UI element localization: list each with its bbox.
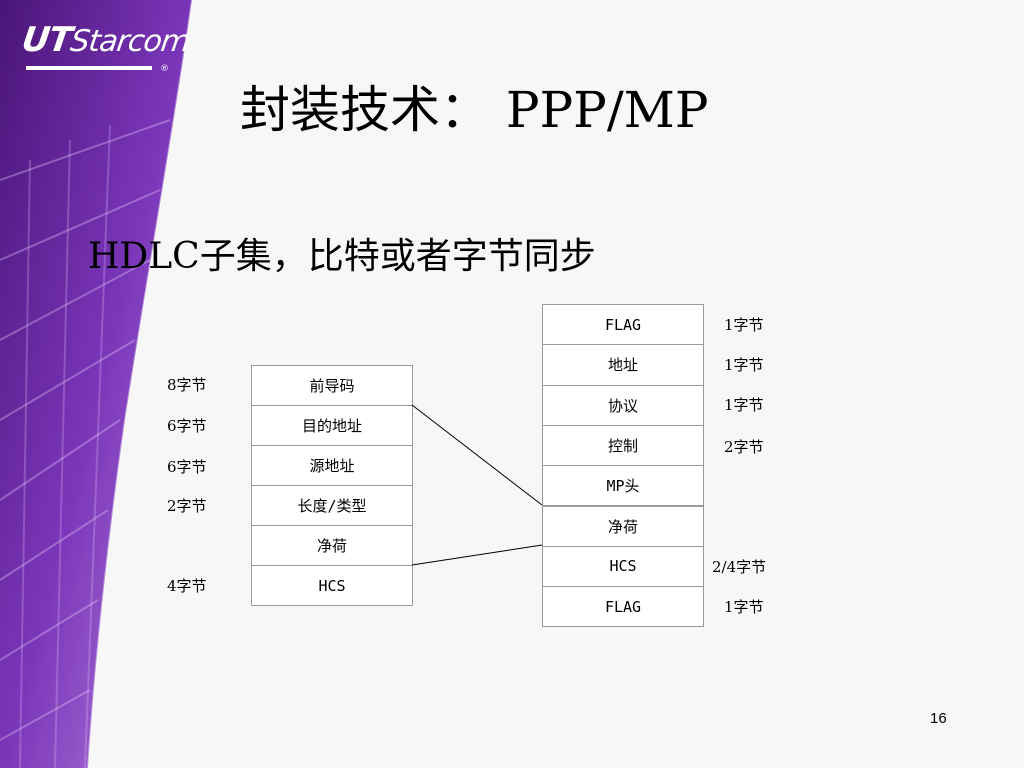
ethernet-size-label-2: 6字节 bbox=[167, 458, 207, 476]
connector-line-top bbox=[411, 404, 543, 506]
ppp-field-1: 地址 bbox=[542, 344, 704, 386]
ethernet-field-4: 净荷 bbox=[251, 525, 413, 566]
ppp-field-3: 控制 bbox=[542, 424, 704, 467]
page-number: 16 bbox=[930, 710, 947, 727]
ppp-field-2: 协议 bbox=[542, 384, 704, 426]
ethernet-size-label-3: 2字节 bbox=[167, 497, 207, 515]
ppp-field-0: FLAG bbox=[542, 304, 704, 346]
ethernet-field-2: 源地址 bbox=[251, 445, 413, 486]
ppp-size-label-3: 2字节 bbox=[724, 438, 764, 456]
ppp-size-label-2: 1字节 bbox=[724, 396, 764, 414]
ppp-field-6: HCS bbox=[542, 545, 704, 588]
ppp-size-label-1: 1字节 bbox=[724, 356, 764, 374]
ppp-field-5: 净荷 bbox=[542, 505, 704, 547]
utstarcom-logo: UTStarcom ® bbox=[19, 20, 192, 74]
ethernet-field-3: 长度/类型 bbox=[251, 485, 413, 526]
slide-title: 封装技术： PPP/MP bbox=[240, 81, 709, 139]
ethernet-size-label-0: 8字节 bbox=[167, 376, 207, 394]
connector-line-bottom bbox=[411, 544, 543, 566]
ethernet-size-label-1: 6字节 bbox=[167, 417, 207, 435]
slide-subtitle: HDLC子集，比特或者字节同步 bbox=[88, 236, 596, 277]
ethernet-field-0: 前导码 bbox=[251, 365, 413, 406]
ethernet-size-label-5: 4字节 bbox=[167, 577, 207, 595]
ppp-size-label-0: 1字节 bbox=[724, 316, 764, 334]
ppp-size-label-7: 1字节 bbox=[724, 598, 764, 616]
ppp-size-label-6: 2/4字节 bbox=[712, 558, 767, 576]
ppp-field-7: FLAG bbox=[542, 586, 704, 628]
ethernet-field-5: HCS bbox=[251, 565, 413, 606]
